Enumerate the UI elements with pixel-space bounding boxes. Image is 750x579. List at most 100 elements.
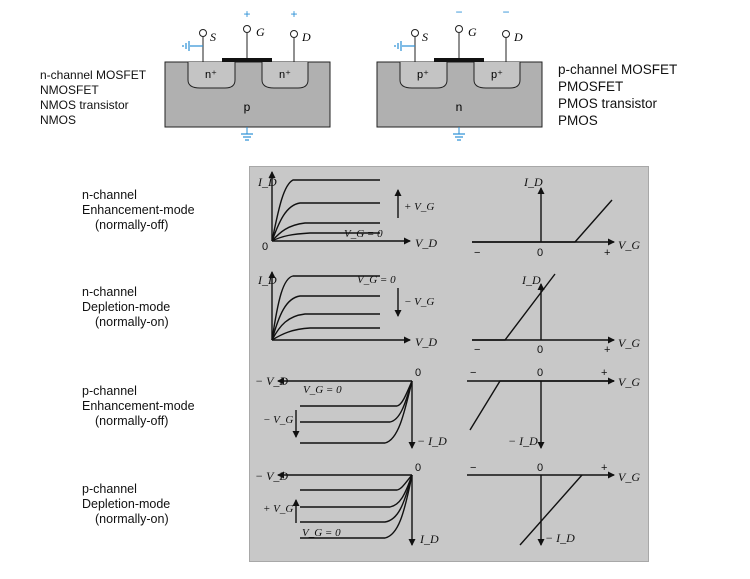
r2-transfer-origin: 0 xyxy=(537,344,543,356)
r1-output-x-label: V_D xyxy=(415,236,437,250)
r4-transfer-curve xyxy=(519,474,583,546)
pmos-substrate-ground-icon xyxy=(453,133,465,141)
r1-output-plot xyxy=(268,171,411,245)
r4-transfer-x-label: V_G xyxy=(618,470,640,484)
r4-output-arrow-label: + V_G xyxy=(263,503,293,515)
pmos-name-3: PMOS xyxy=(558,113,598,128)
pmos-source-region: p⁺ xyxy=(417,69,429,81)
r4-transfer-origin: 0 xyxy=(537,462,543,474)
r1-transfer-y-label: I_D xyxy=(523,175,543,189)
r2-transfer-curve xyxy=(472,273,556,341)
r1-transfer-origin: 0 xyxy=(537,247,543,259)
pmos-device: p⁺ p⁺ n S G D − − xyxy=(376,5,543,141)
r3-transfer-origin: 0 xyxy=(537,367,543,379)
r1-transfer-plus: + xyxy=(604,247,610,259)
r2-transfer-plot xyxy=(472,273,615,344)
pmos-substrate-label: n xyxy=(456,100,463,114)
nmos-s-label: S xyxy=(210,30,216,44)
r4-curve-2 xyxy=(300,474,413,508)
r2-output-y-label: I_D xyxy=(257,273,277,287)
nmos-name-1: NMOSFET xyxy=(40,83,99,97)
r2-output-arrow-label: − V_G xyxy=(404,296,434,308)
r3-transfer-minus: − xyxy=(470,367,476,379)
pmos-name-0: p-channel MOSFET xyxy=(558,62,678,77)
nmos-source-well xyxy=(187,62,236,89)
r2-output-x-label: V_D xyxy=(415,335,437,349)
r3-transfer-x-label: V_G xyxy=(618,375,640,389)
r4-transfer-y-label: − I_D xyxy=(545,531,575,545)
r3-output-y-label: − I_D xyxy=(417,434,447,448)
nmos-name-0: n-channel MOSFET xyxy=(40,68,147,82)
r3-output-x-label: − V_D xyxy=(255,374,288,388)
nmos-d-label: D xyxy=(301,30,311,44)
r1-transfer-x-label: V_G xyxy=(618,238,640,252)
r3-curve-3 xyxy=(300,380,413,444)
nmos-device: n⁺ n⁺ p S G D + + xyxy=(164,7,331,141)
r4-output-plot xyxy=(277,471,416,546)
pmos-g-label: G xyxy=(468,25,477,39)
r4-transfer-minus: − xyxy=(470,462,476,474)
pmos-s-label: S xyxy=(422,30,428,44)
r2-transfer-minus: − xyxy=(474,344,480,356)
pmos-source-well xyxy=(399,62,448,89)
r2-output-curve-label: V_G = 0 xyxy=(357,274,396,286)
nmos-gate-polarity: + xyxy=(243,7,250,21)
r1-output-arrow-label: + V_G xyxy=(404,201,434,213)
nmos-drain-region: n⁺ xyxy=(279,69,291,81)
nmos-drain-polarity: + xyxy=(290,7,297,21)
r4-curve-3 xyxy=(300,474,413,523)
r3-transfer-plot xyxy=(467,377,615,449)
r3-output-origin: 0 xyxy=(415,367,421,379)
r3-transfer-plus: + xyxy=(601,367,607,379)
r1-curve-4 xyxy=(271,232,380,242)
r1-curve-1 xyxy=(271,179,380,242)
mode-label-0: n-channel Enhancement-mode (normally-off… xyxy=(82,188,195,232)
characteristics-panel xyxy=(249,166,649,562)
pmos-name-1: PMOSFET xyxy=(558,79,624,94)
nmos-substrate-label: p xyxy=(244,100,251,114)
r1-transfer-curve xyxy=(472,199,613,243)
pmos-gate-polarity: − xyxy=(455,5,462,19)
r2-output-plot xyxy=(268,271,411,344)
nmos-source-ground-icon xyxy=(182,41,203,51)
r2-transfer-x-label: V_G xyxy=(618,336,640,350)
pmos-name-2: PMOS transistor xyxy=(558,96,658,111)
r2-transfer-y-label: I_D xyxy=(521,273,541,287)
nmos-name-2: NMOS transistor xyxy=(40,98,129,112)
r2-curve-1 xyxy=(271,275,380,341)
pmos-names: p-channel MOSFET PMOSFET PMOS transistor… xyxy=(558,61,677,129)
r2-curve-3 xyxy=(271,313,380,341)
nmos-gate-oxide xyxy=(222,58,272,62)
r1-transfer-minus: − xyxy=(474,247,480,259)
nmos-g-label: G xyxy=(256,25,265,39)
pmos-source-terminal xyxy=(411,29,419,37)
device-diagrams: n⁺ n⁺ p S G D + + xyxy=(164,5,543,141)
r4-curve-1 xyxy=(300,474,413,491)
r3-transfer-y-label: − I_D xyxy=(508,434,538,448)
r4-output-origin: 0 xyxy=(415,462,421,474)
mode-label-3: p-channel Depletion-mode (normally-on) xyxy=(82,482,171,526)
r4-transfer-plot xyxy=(467,471,615,546)
nmos-gate-terminal xyxy=(243,25,251,33)
r4-transfer-plus: + xyxy=(601,462,607,474)
pmos-source-ground-icon xyxy=(394,41,415,51)
nmos-names: n-channel MOSFET NMOSFET NMOS transistor… xyxy=(40,68,146,128)
r3-output-plot xyxy=(277,377,416,449)
r1-curve-2 xyxy=(271,202,380,242)
pmos-drain-well xyxy=(473,62,521,89)
r4-output-x-label: − V_D xyxy=(255,469,288,483)
r2-curve-2 xyxy=(271,295,380,341)
pmos-drain-region: p⁺ xyxy=(491,69,503,81)
r1-output-origin: 0 xyxy=(262,241,268,253)
pmos-drain-terminal xyxy=(502,30,510,38)
nmos-source-region: n⁺ xyxy=(205,69,217,81)
r2-curve-4 xyxy=(271,327,380,341)
pmos-gate-oxide xyxy=(434,58,484,62)
pmos-gate-terminal xyxy=(455,25,463,33)
r4-output-curve-label: V_G = 0 xyxy=(302,527,341,539)
r3-output-curve-label: V_G = 0 xyxy=(303,384,342,396)
pmos-d-label: D xyxy=(513,30,523,44)
nmos-drain-well xyxy=(261,62,309,89)
nmos-substrate-ground-icon xyxy=(241,133,253,141)
